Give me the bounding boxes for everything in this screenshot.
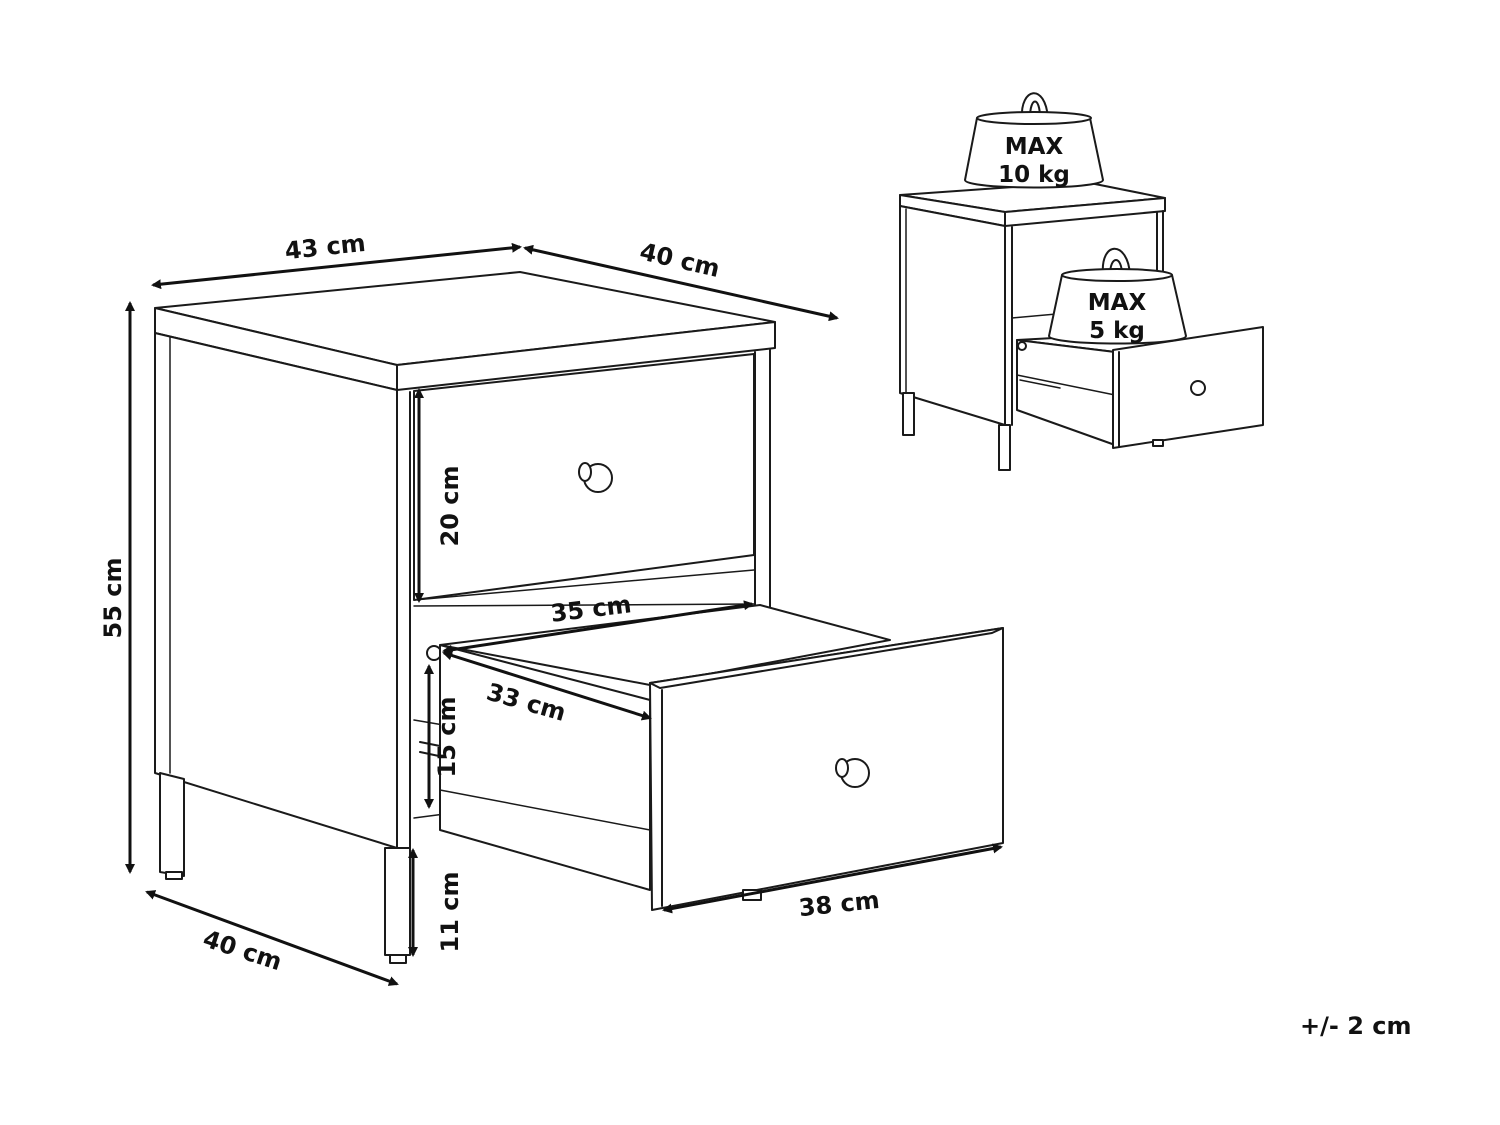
label-drawer-depth: 15 cm <box>433 697 461 778</box>
arrow-top-depth <box>523 244 839 322</box>
label-top-width: 43 cm <box>283 229 366 265</box>
tolerance-note: +/- 2 cm <box>1300 1012 1412 1040</box>
label-drawer-weight: 5 kg <box>1089 318 1145 344</box>
tabletop-front-edge <box>396 321 776 391</box>
dimension-arrows <box>125 242 1003 986</box>
top-drawer-knob <box>578 462 613 493</box>
label-height: 55 cm <box>99 558 127 639</box>
label-top-weight: 10 kg <box>998 162 1070 188</box>
label-base-depth: 40 cm <box>200 925 286 977</box>
arrow-drawer-front-width <box>662 843 1003 914</box>
weight-drawer <box>1048 247 1187 345</box>
arrow-top-width <box>151 242 522 290</box>
label-drawer-front-width: 38 cm <box>797 886 880 922</box>
label-drawer-max: MAX <box>1088 290 1147 316</box>
nightstand-load-view <box>899 92 1264 471</box>
arrow-base-depth <box>145 890 399 986</box>
bottom-drawer-open <box>439 604 1004 911</box>
arrow-inner-width <box>442 600 754 655</box>
label-top-max: MAX <box>1005 134 1064 160</box>
arrow-inner-depth <box>442 650 652 721</box>
side-panel <box>154 332 398 849</box>
weight-top <box>964 92 1104 189</box>
label-drawer-front-height: 20 cm <box>436 466 464 547</box>
bottom-drawer-knob <box>835 758 870 788</box>
label-leg-height: 11 cm <box>436 872 464 953</box>
